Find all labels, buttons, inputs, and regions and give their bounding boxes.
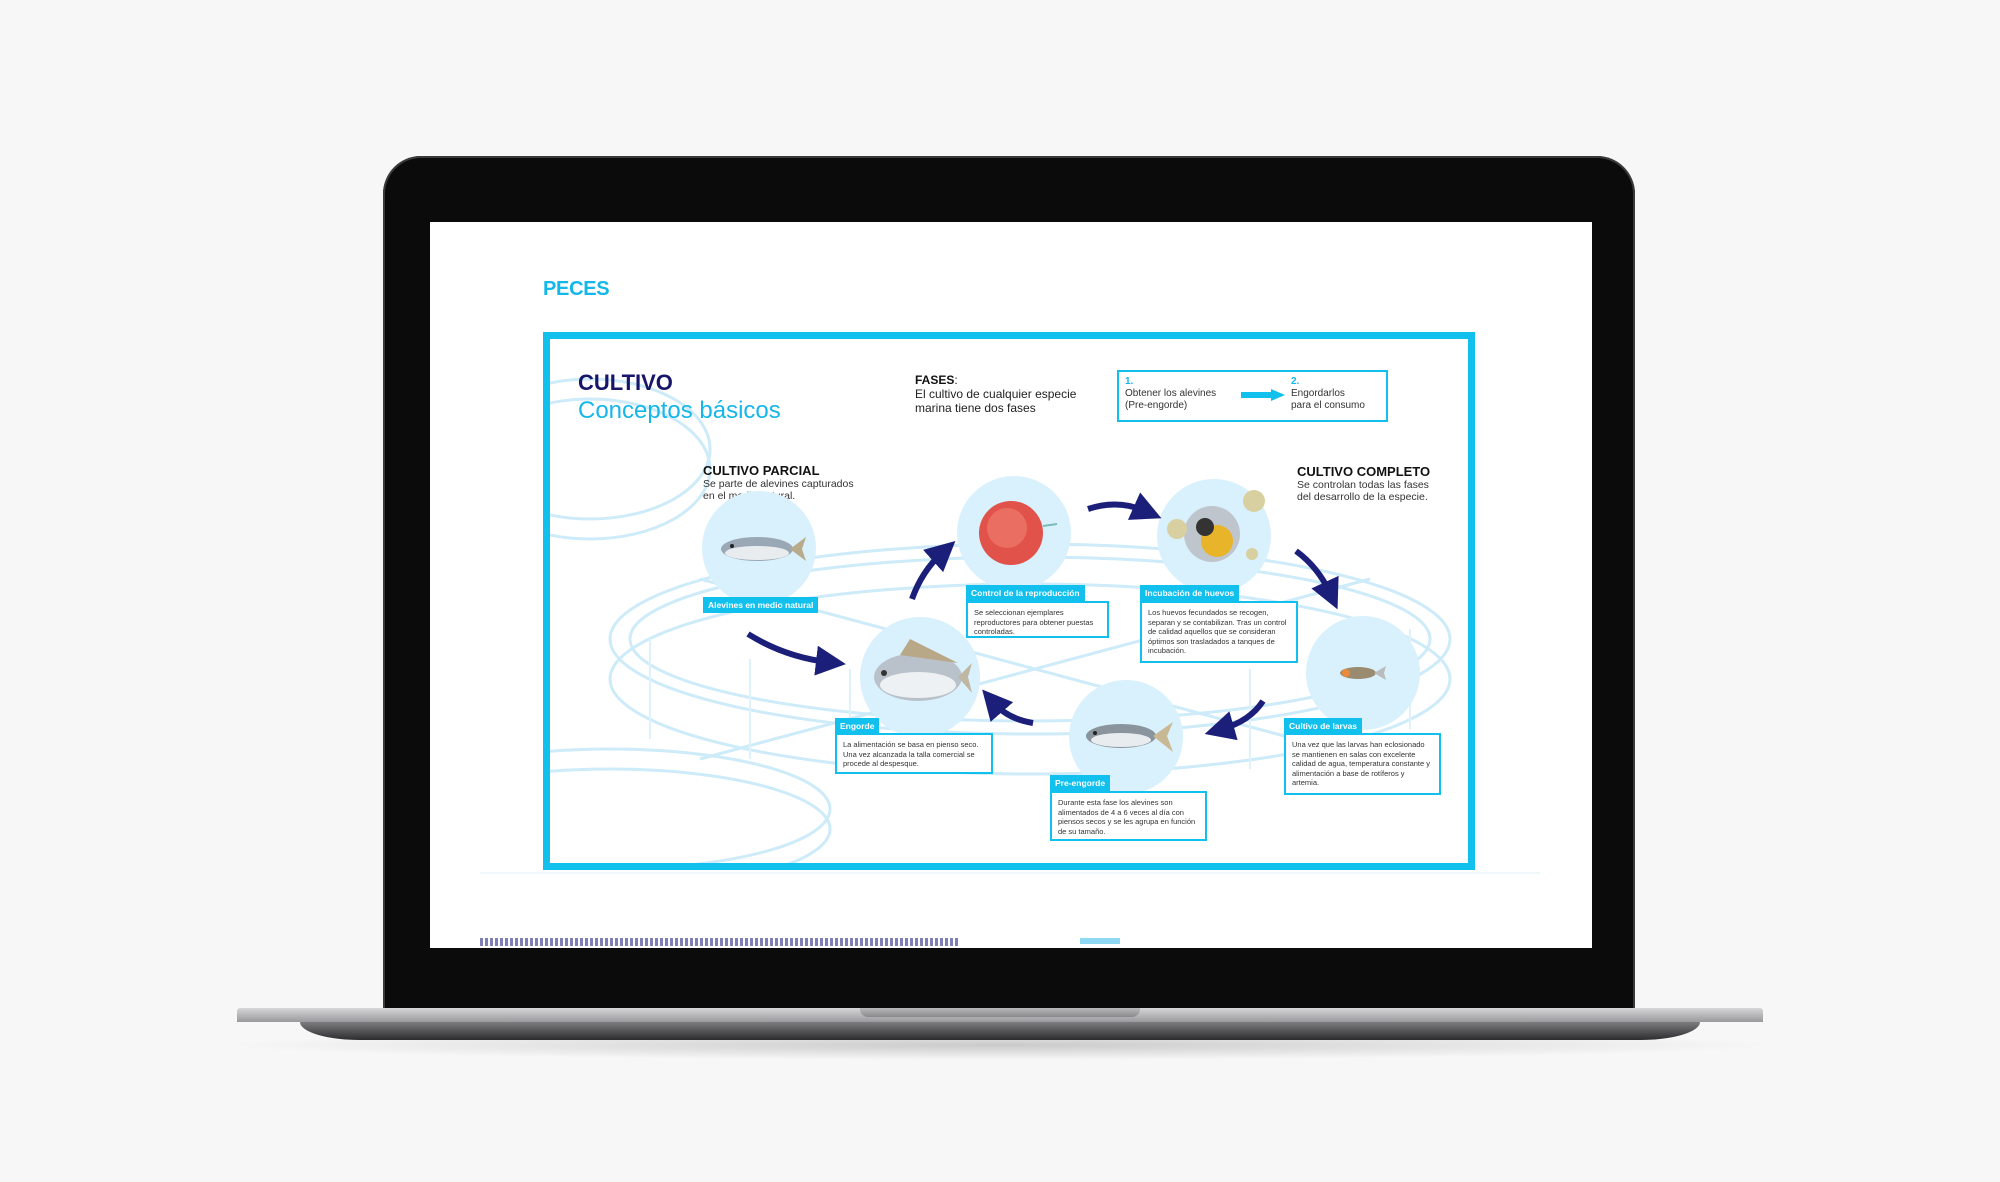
- cut-off-text: [480, 938, 960, 946]
- laptop-screen: PECES CULTIVO Conceptos básicos: [430, 222, 1592, 948]
- cultivo-parcial-line1: Se parte de alevines capturados: [703, 478, 854, 490]
- phase-2-line2: para el consumo: [1291, 400, 1365, 411]
- arrow-alevines-to-engorde: [746, 631, 846, 676]
- cultivo-parcial-title: CULTIVO PARCIAL: [703, 463, 820, 478]
- preengorde-circle: [1069, 680, 1183, 794]
- engorde-description: La alimentación se basa en pienso seco. …: [835, 733, 993, 774]
- cut-off-logo: [1080, 938, 1120, 944]
- phase-1-number: 1.: [1125, 376, 1134, 387]
- arrow-larvas-to-preengorde: [1204, 699, 1266, 741]
- arrow-control-to-incubacion: [1087, 492, 1162, 520]
- section-title: PECES: [543, 278, 610, 300]
- alevines-circle: [702, 491, 816, 605]
- egg-icon: [979, 501, 1058, 565]
- phase-2-number: 2.: [1291, 376, 1300, 387]
- preengorde-description: Durante esta fase los alevines son alime…: [1050, 791, 1207, 841]
- arrow-engorde-to-control: [909, 540, 956, 601]
- phases-box: 1. Obtener los alevines (Pre-engorde) 2.…: [1117, 370, 1388, 422]
- control-description: Se seleccionan ejemplares reproductores …: [966, 601, 1109, 638]
- phase-1: 1. Obtener los alevines (Pre-engorde): [1125, 376, 1216, 412]
- fases-description: FASES: El cultivo de cualquier especie m…: [915, 373, 1077, 415]
- arrow-right-icon: [1241, 389, 1285, 401]
- larvae-circle: [1306, 616, 1420, 730]
- fases-text-1: El cultivo de cualquier especie: [915, 387, 1077, 401]
- incubacion-description: Los huevos fecundados se recogen, separa…: [1140, 601, 1298, 663]
- fases-text-2: marina tiene dos fases: [915, 401, 1036, 415]
- infographic-subtitle: Conceptos básicos: [578, 397, 781, 424]
- laptop-notch: [860, 1008, 1140, 1017]
- larva-icon: [1340, 666, 1386, 680]
- egg-reproduction-circle: [957, 476, 1071, 590]
- sea-bream-icon: [874, 639, 972, 701]
- engorde-circle: [860, 617, 980, 737]
- fish-icon: [1086, 722, 1173, 752]
- fish-icon: [721, 537, 806, 561]
- preengorde-label: Pre-engorde: [1050, 775, 1111, 791]
- infographic-title: CULTIVO: [578, 370, 673, 395]
- incubacion-label: Incubación de huevos: [1140, 585, 1240, 601]
- embryo-egg-icon: [1167, 490, 1265, 562]
- cultivo-completo-title: CULTIVO COMPLETO: [1297, 464, 1431, 479]
- fases-label: FASES: [915, 373, 955, 387]
- cultivo-completo-line1: Se controlan todas las fases: [1297, 479, 1429, 491]
- larvas-description: Una vez que las larvas han eclosionado s…: [1284, 733, 1441, 795]
- phase-2-line1: Engordarlos: [1291, 388, 1345, 399]
- arrow-preengorde-to-engorde: [982, 689, 1034, 726]
- phase-1-line2: (Pre-engorde): [1125, 400, 1188, 411]
- phase-2: 2. Engordarlos para el consumo: [1291, 376, 1365, 412]
- cultivo-completo-line2: del desarrollo de la especie.: [1297, 491, 1428, 503]
- cultivo-completo: CULTIVO COMPLETO Se controlan todas las …: [1297, 464, 1430, 503]
- cycle-arrows: [746, 492, 1339, 741]
- egg-incubation-circle: [1157, 479, 1271, 593]
- alevines-label: Alevines en medio natural: [703, 597, 819, 613]
- control-label: Control de la reproducción: [966, 585, 1085, 601]
- phase-1-line1: Obtener los alevines: [1125, 388, 1217, 399]
- infographic-frame: CULTIVO Conceptos básicos FASES: El cult…: [543, 332, 1475, 870]
- engorde-label: Engorde: [835, 718, 880, 734]
- arrow-incubacion-to-larvas: [1294, 548, 1339, 610]
- larvas-label: Cultivo de larvas: [1284, 718, 1363, 734]
- laptop-base-lip: [300, 1022, 1700, 1040]
- divider: [480, 872, 1540, 874]
